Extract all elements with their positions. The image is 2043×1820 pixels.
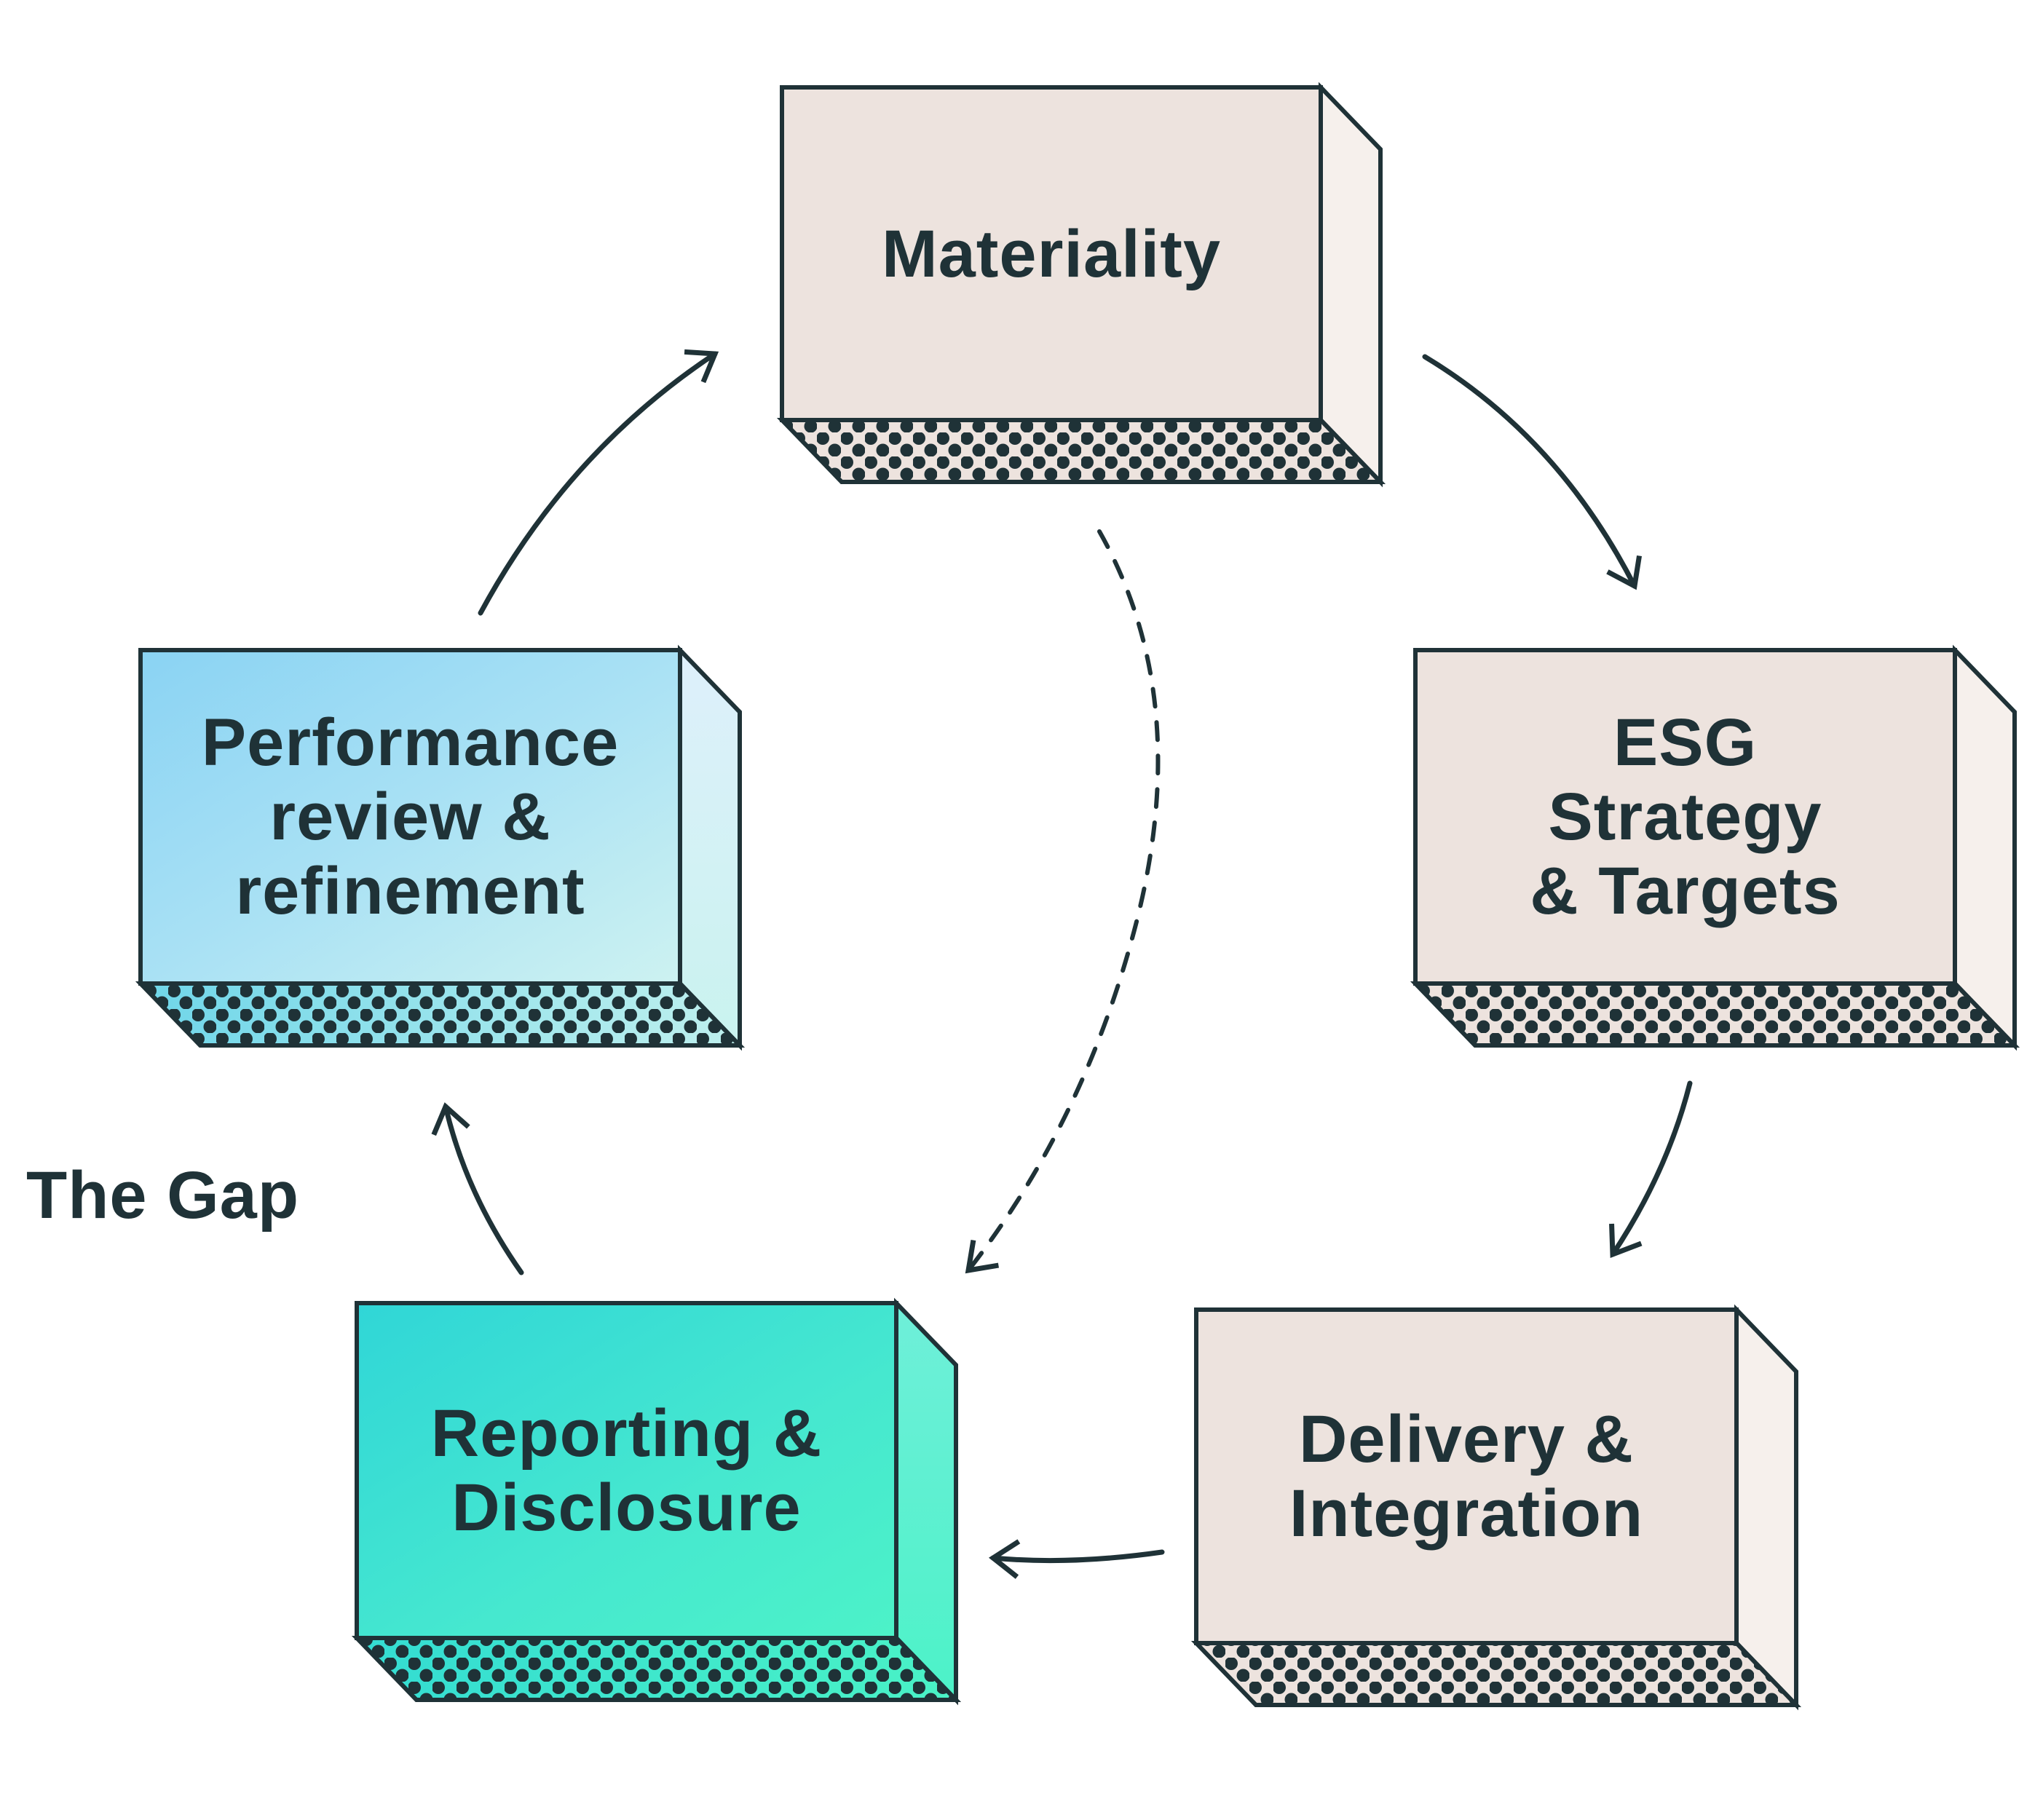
box-front-face <box>780 85 1323 422</box>
connector-line <box>990 1549 1165 1564</box>
arrow-delivery-to-reporting <box>988 1539 1165 1579</box>
arrow-reporting-to-performance <box>431 1102 524 1275</box>
arrow-materiality-to-esg-strategy <box>1422 354 1642 590</box>
box-side-face <box>1734 1304 1798 1711</box>
box-side-face <box>894 1297 958 1706</box>
arrowhead-icon <box>684 349 719 384</box>
stage-box-delivery <box>1190 1304 1802 1711</box>
box-bottom-dots <box>135 981 746 1048</box>
arrow-performance-to-materiality <box>478 349 719 616</box>
box-side-face <box>1953 644 2017 1051</box>
connector-line <box>1422 354 1637 589</box>
stage-label-esg-strategy: ESG Strategy & Targets <box>1530 705 1841 928</box>
stage-label-materiality: Materiality <box>881 216 1222 291</box>
arrowhead-icon <box>1609 1223 1643 1259</box>
stage-box-performance <box>135 644 746 1051</box>
the-gap-label: The Gap <box>26 1158 300 1233</box>
arrowhead-icon <box>965 1239 1000 1274</box>
arrowhead-icon <box>1606 555 1642 590</box>
box-front-face <box>1194 1307 1739 1645</box>
box-bottom-dots <box>351 1636 962 1702</box>
arrow-materiality-to-reporting <box>965 529 1161 1274</box>
connector-line <box>443 1104 524 1275</box>
box-bottom-dots <box>1410 981 2020 1048</box>
box-front-face <box>1413 648 1957 986</box>
box-front-face <box>138 648 682 986</box>
stage-box-materiality <box>776 82 1386 488</box>
dashed-connector <box>966 529 1161 1273</box>
stage-label-performance: Performance review & refinement <box>201 705 620 928</box>
box-bottom-dots <box>1190 1641 1802 1707</box>
arrow-esg-strategy-to-delivery <box>1609 1080 1693 1259</box>
connector-line <box>478 351 718 616</box>
stage-label-reporting: Reporting & Disclosure <box>430 1396 823 1545</box>
arrowhead-icon <box>988 1539 1021 1579</box>
stage-box-esg-strategy <box>1410 644 2020 1051</box>
box-front-face <box>355 1301 898 1640</box>
box-bottom-dots <box>776 418 1386 484</box>
box-side-face <box>1319 82 1383 488</box>
connector-line <box>1610 1080 1693 1257</box>
stage-label-delivery: Delivery & Integration <box>1289 1402 1644 1551</box>
arrowhead-icon <box>431 1102 470 1136</box>
stage-box-reporting <box>351 1297 962 1706</box>
box-side-face <box>678 644 742 1051</box>
